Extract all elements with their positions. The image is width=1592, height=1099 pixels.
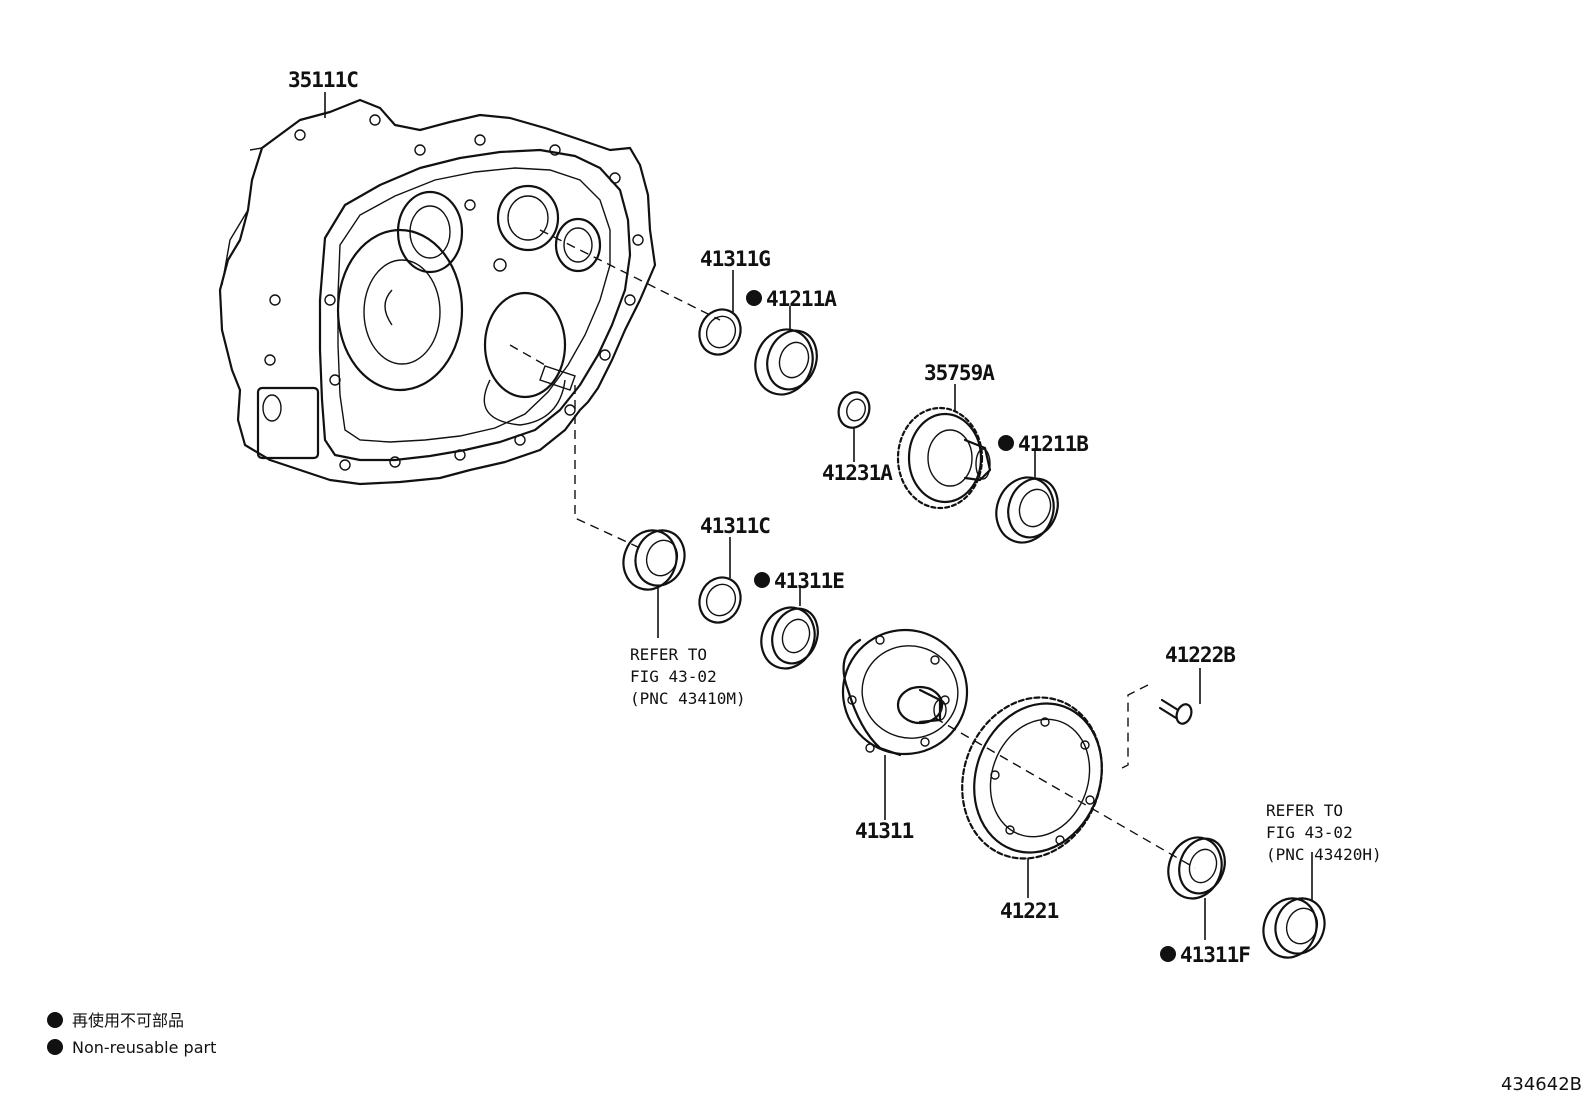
differential-case-41311	[841, 628, 969, 757]
nonreusable-marker-41311F	[1160, 946, 1176, 962]
bearing-41211A	[754, 328, 818, 396]
legend-text-ja: 再使用不可部品	[72, 1011, 184, 1030]
refer-line3: (PNC 43410M)	[630, 689, 746, 708]
legend-marker-en	[47, 1039, 63, 1055]
refer-line2: FIG 43-02	[1266, 823, 1353, 842]
nonreusable-marker-41211B	[998, 435, 1014, 451]
nonreusable-marker-41311E	[754, 572, 770, 588]
oil-seal-41311G	[698, 308, 742, 356]
bearing-41211B	[995, 476, 1059, 544]
label-41221: 41221	[1000, 899, 1059, 923]
label-41211B: 41211B	[1018, 432, 1088, 456]
label-41311F: 41311F	[1180, 943, 1250, 967]
refer-line1: REFER TO	[1266, 801, 1343, 820]
label-41311C: 41311C	[700, 514, 770, 538]
bearing-41311F	[1167, 836, 1226, 900]
figure-number: 434642B	[1501, 1074, 1582, 1095]
assembly-axis-lines	[509, 229, 1196, 869]
label-41231A: 41231A	[822, 461, 893, 485]
label-41311E: 41311E	[774, 569, 844, 593]
oil-seal-41311C	[698, 576, 742, 624]
legend-text-en: Non-reusable part	[72, 1038, 216, 1057]
nonreusable-marker-41211A	[746, 290, 762, 306]
part-labels: 35111C 41311G 41211A 35759A 41231A 41211…	[288, 68, 1251, 967]
label-41211A: 41211A	[766, 287, 837, 311]
leader-lines	[324, 92, 1313, 940]
ring-gear-41221	[961, 696, 1103, 860]
transaxle-housing	[218, 98, 657, 486]
label-41222B: 41222B	[1165, 643, 1235, 667]
label-35111C: 35111C	[288, 68, 358, 92]
label-35759A: 35759A	[924, 361, 995, 385]
bearing-41311E	[760, 606, 819, 670]
washer-41231A	[837, 391, 871, 429]
label-41311: 41311	[855, 819, 914, 843]
refer-line2: FIG 43-02	[630, 667, 717, 686]
bolt-41222B	[1158, 698, 1193, 725]
legend-marker-ja	[47, 1012, 63, 1028]
refer-line1: REFER TO	[630, 645, 707, 664]
refer-note-43420H: REFER TO FIG 43-02 (PNC 43420H)	[1266, 801, 1382, 864]
seal-ref-43420H	[1262, 897, 1326, 959]
legend: 再使用不可部品 Non-reusable part	[47, 1011, 216, 1057]
seal-ref-43410M	[622, 529, 686, 591]
refer-note-43410M: REFER TO FIG 43-02 (PNC 43410M)	[630, 645, 746, 708]
refer-line3: (PNC 43420H)	[1266, 845, 1382, 864]
label-41311G: 41311G	[700, 247, 770, 271]
gear-35759A	[896, 406, 992, 510]
